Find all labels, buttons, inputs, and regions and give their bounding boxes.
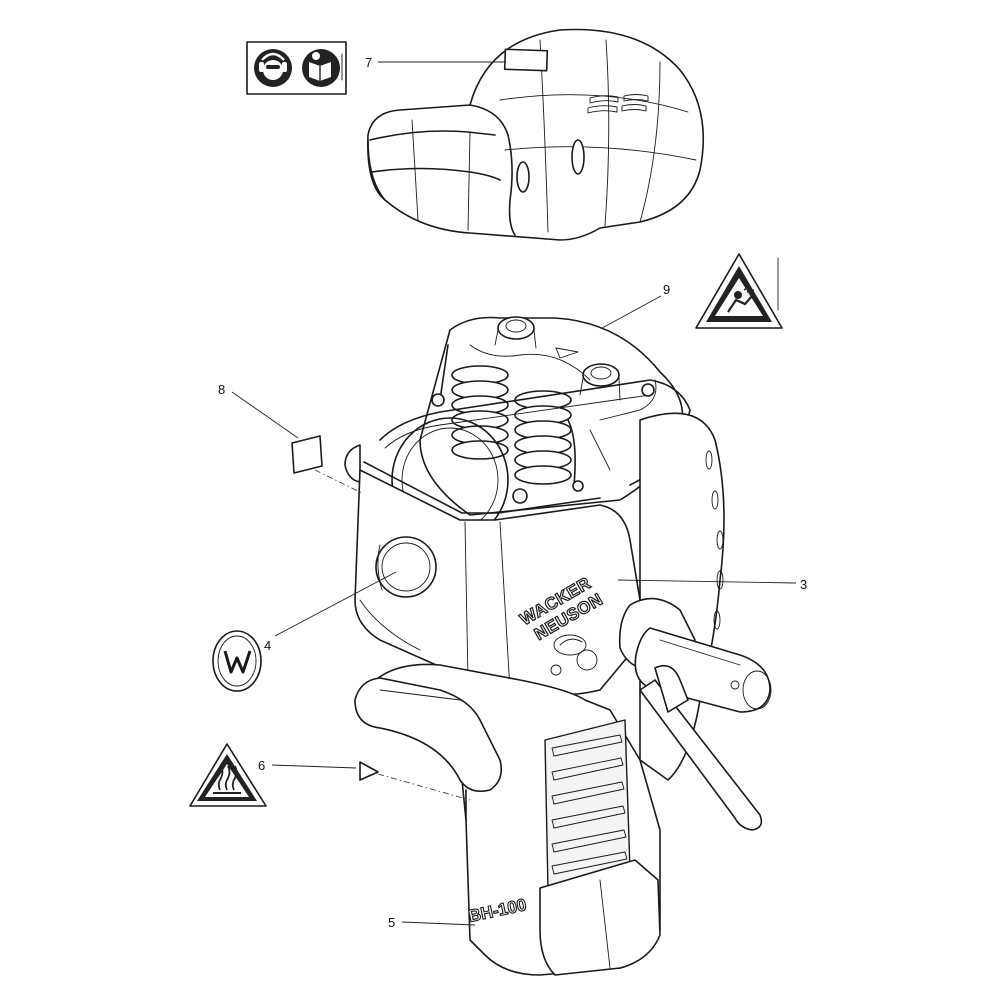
decal-7-position [503,48,549,72]
top-cover [367,28,705,241]
callout-5: 5 [388,915,395,930]
leader-6 [271,764,357,769]
callout-8: 8 [218,382,225,397]
kickback-warning-icon [727,285,755,313]
leader-4 [274,571,397,637]
ear-eye-protection-icon [254,49,292,87]
decal-4-logo [212,630,262,692]
breaker-body: WACKER NEUSON [344,316,772,976]
decal-7-ppe-label [246,41,347,95]
callout-3: 3 [800,577,807,592]
read-manual-icon [302,49,340,87]
leader-5 [401,921,476,926]
decal-6-warning-label [189,743,267,807]
hot-surface-warning-icon [213,765,241,794]
decal-9-position [555,347,579,359]
callout-6: 6 [258,758,265,773]
spring-right [514,390,572,485]
decal-8-label [291,435,323,474]
leader-3 [617,579,797,584]
callout-7: 7 [365,55,372,70]
vent-grille [544,719,631,891]
callout-4: 4 [264,638,271,653]
handle-right [618,597,772,831]
wacker-w-logo-icon [223,650,252,674]
decal-6-position [359,761,379,781]
callout-9: 9 [663,282,670,297]
leader-6-dash [377,773,471,801]
decal-9-warning-label [695,253,783,329]
leader-8 [231,391,299,439]
leader-8-dash [314,469,363,494]
